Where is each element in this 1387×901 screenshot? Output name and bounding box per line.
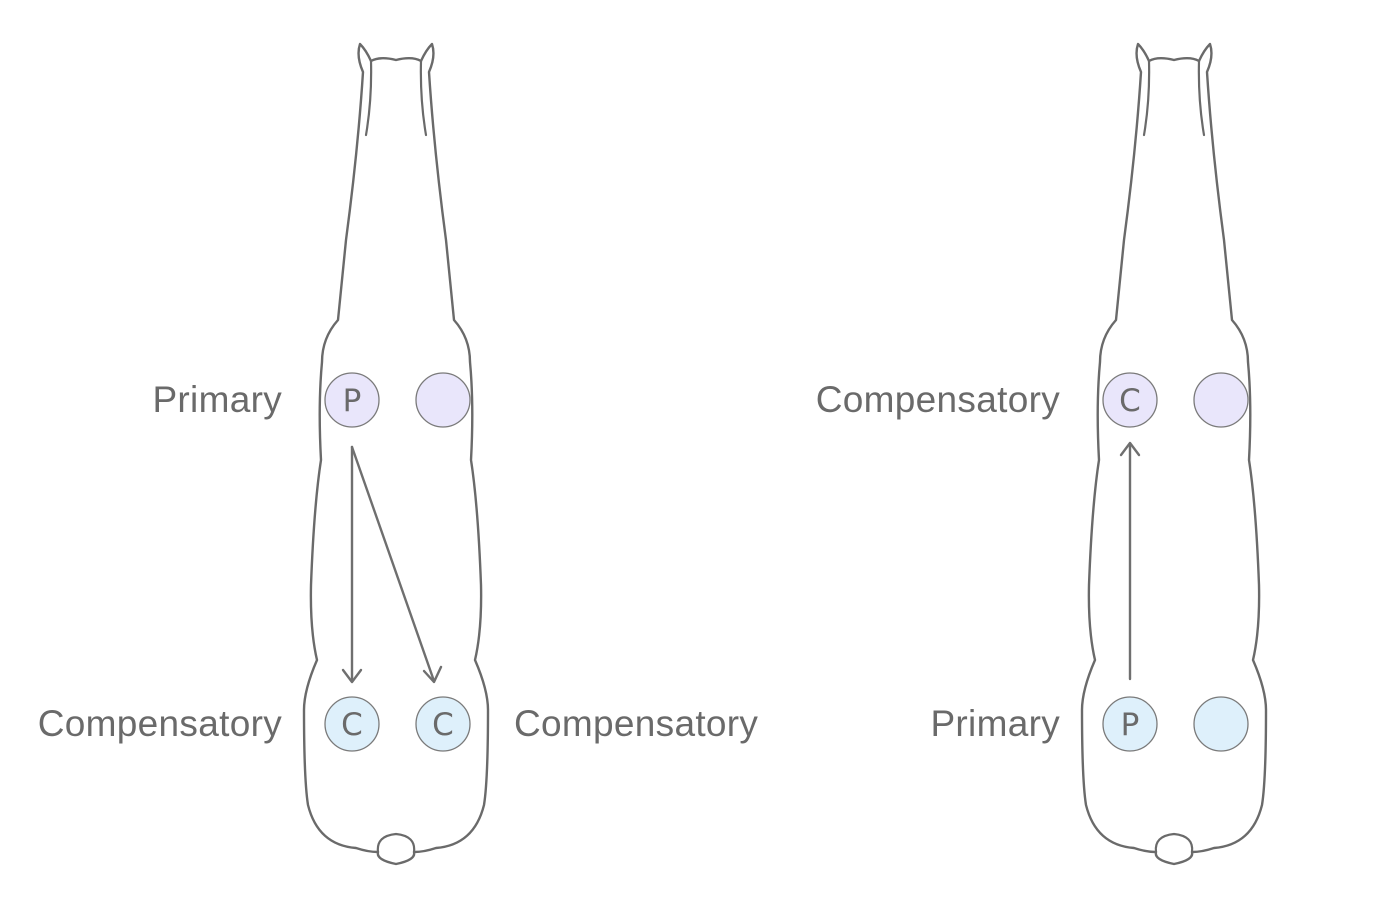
- limb-circle-icon: [415, 372, 471, 428]
- limb-letter: C: [1119, 383, 1141, 419]
- right-horse: C P Compensatory Primary: [816, 42, 1268, 866]
- limb-letter: C: [341, 707, 363, 743]
- limb-letter: P: [1121, 707, 1140, 743]
- limb-circle-icon: [1102, 372, 1158, 428]
- limb-label: Compensatory: [514, 703, 758, 744]
- left-hind-left-limb: C: [324, 696, 380, 752]
- right-fore-left-limb: C: [1102, 372, 1158, 428]
- arrow-icon: [350, 445, 436, 683]
- limb-circle-icon: [1193, 696, 1249, 752]
- arrowhead-icon: [341, 668, 363, 684]
- limb-circle-icon: [324, 372, 380, 428]
- limb-circle-icon: [1193, 372, 1249, 428]
- right-hind-right-limb: [1193, 696, 1249, 752]
- limb-letter: P: [343, 383, 362, 419]
- limb-label: Compensatory: [816, 379, 1060, 420]
- right-hind-left-limb: P: [1102, 696, 1158, 752]
- arrowhead-icon: [1119, 441, 1141, 457]
- limb-label: Compensatory: [38, 703, 282, 744]
- limb-label: Primary: [152, 379, 282, 420]
- left-hind-right-limb: C: [415, 696, 471, 752]
- left-fore-right-limb: [415, 372, 471, 428]
- right-fore-right-limb: [1193, 372, 1249, 428]
- arrow-primary-to-fore-left: [1119, 441, 1141, 681]
- limb-circle-icon: [1102, 696, 1158, 752]
- arrow-primary-to-hind-right: [350, 445, 443, 684]
- left-horse: P C C Primary Compensatory Compensatory: [38, 42, 758, 866]
- left-fore-left-limb: P: [324, 372, 380, 428]
- arrow-primary-to-hind-left: [341, 445, 363, 684]
- limb-circle-icon: [324, 696, 380, 752]
- arrowhead-icon: [422, 665, 443, 684]
- limb-letter: C: [432, 707, 454, 743]
- limb-label: Primary: [930, 703, 1060, 744]
- limb-circle-icon: [415, 696, 471, 752]
